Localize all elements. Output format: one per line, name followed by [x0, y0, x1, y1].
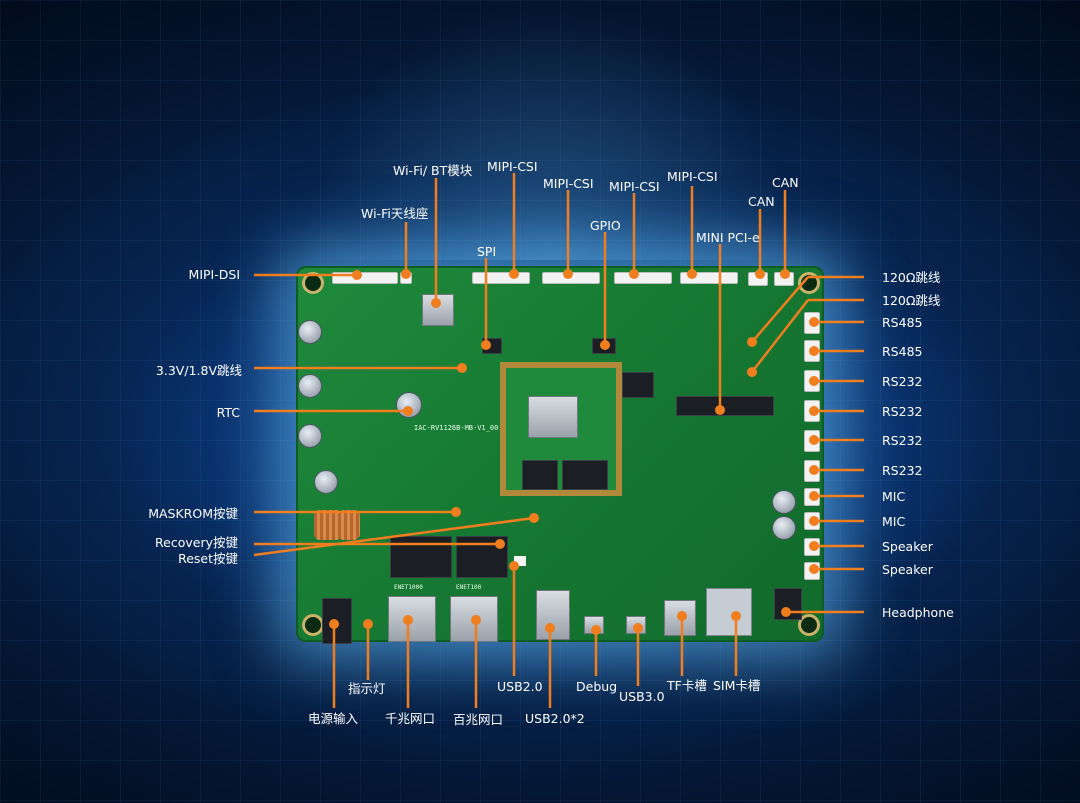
label-rs232-2: RS232 — [882, 404, 923, 419]
sim-card-slot — [706, 588, 752, 636]
label-mic-2: MIC — [882, 514, 906, 529]
label-gigabit-ethernet: 千兆网口 — [385, 711, 436, 726]
capacitor — [298, 424, 322, 448]
inductor — [338, 510, 360, 540]
label-sim-slot: SIM卡槽 — [713, 678, 761, 693]
label-rs232-4: RS232 — [882, 463, 923, 478]
label-rtc: RTC — [216, 405, 240, 420]
label-gpio: GPIO — [590, 218, 621, 233]
label-rs485-1: RS485 — [882, 315, 923, 330]
label-rs232-1: RS232 — [882, 374, 923, 389]
label-speaker-2: Speaker — [882, 562, 933, 577]
label-120ohm-jumper-2: 120Ω跳线 — [882, 293, 941, 308]
label-speaker-1: Speaker — [882, 539, 933, 554]
fast-ethernet-port — [450, 596, 498, 642]
label-power-input: 电源输入 — [308, 711, 359, 726]
label-mipi-csi-4: MIPI-CSI — [667, 169, 718, 184]
label-reset-button: Reset按键 — [178, 551, 238, 566]
inductor — [314, 510, 342, 540]
label-recovery-button: Recovery按键 — [155, 535, 238, 550]
background-glow — [300, 0, 800, 260]
label-mipi-csi-3: MIPI-CSI — [609, 179, 660, 194]
silkscreen-enet1000: ENET1000 — [394, 584, 423, 591]
label-headphone: Headphone — [882, 605, 954, 620]
label-wifi-antenna: Wi-Fi天线座 — [361, 206, 429, 221]
label-usb2: USB2.0 — [497, 679, 543, 694]
capacitor — [298, 374, 322, 398]
mipi-csi-connector — [614, 272, 672, 284]
label-usb3: USB3.0 — [619, 689, 665, 704]
label-mipi-csi-2: MIPI-CSI — [543, 176, 594, 191]
label-fast-ethernet: 百兆网口 — [453, 712, 504, 727]
ic-chip — [622, 372, 654, 398]
memory-chip — [522, 460, 558, 490]
label-maskrom-button: MASKROM按键 — [148, 506, 238, 521]
soc-chip — [528, 396, 578, 438]
label-indicator-light: 指示灯 — [348, 681, 386, 696]
memory-chip — [562, 460, 608, 490]
label-voltage-jumper: 3.3V/1.8V跳线 — [155, 363, 242, 378]
label-can-1: CAN — [772, 175, 799, 190]
label-rs485-2: RS485 — [882, 344, 923, 359]
capacitor — [298, 320, 322, 344]
capacitor — [772, 516, 796, 540]
label-mic-1: MIC — [882, 489, 906, 504]
mount-hole — [798, 614, 820, 636]
mini-pcie-slot — [676, 396, 774, 416]
label-wifi-bt-module: Wi-Fi/ BT模块 — [393, 163, 473, 178]
capacitor — [314, 470, 338, 494]
label-can-2: CAN — [748, 194, 775, 209]
capacitor — [772, 490, 796, 514]
tf-card-slot — [664, 600, 696, 636]
label-rs232-3: RS232 — [882, 433, 923, 448]
label-mipi-csi-1: MIPI-CSI — [487, 159, 538, 174]
label-usb2-dual: USB2.0*2 — [525, 711, 585, 726]
silkscreen-board-id: IAC-RV1126B-MB-V1_00 — [414, 424, 499, 432]
label-tf-slot: TF卡槽 — [667, 678, 707, 693]
label-120ohm-jumper-1: 120Ω跳线 — [882, 270, 941, 285]
label-spi: SPI — [477, 244, 497, 259]
label-mini-pcie: MINI PCI-e — [696, 230, 760, 245]
headphone-jack — [774, 588, 802, 620]
mount-hole — [302, 272, 324, 294]
label-debug: Debug — [576, 679, 618, 694]
usb-2-port — [514, 556, 526, 566]
label-mipi-dsi: MIPI-DSI — [188, 267, 240, 282]
silkscreen-enet100: ENET100 — [456, 584, 482, 591]
